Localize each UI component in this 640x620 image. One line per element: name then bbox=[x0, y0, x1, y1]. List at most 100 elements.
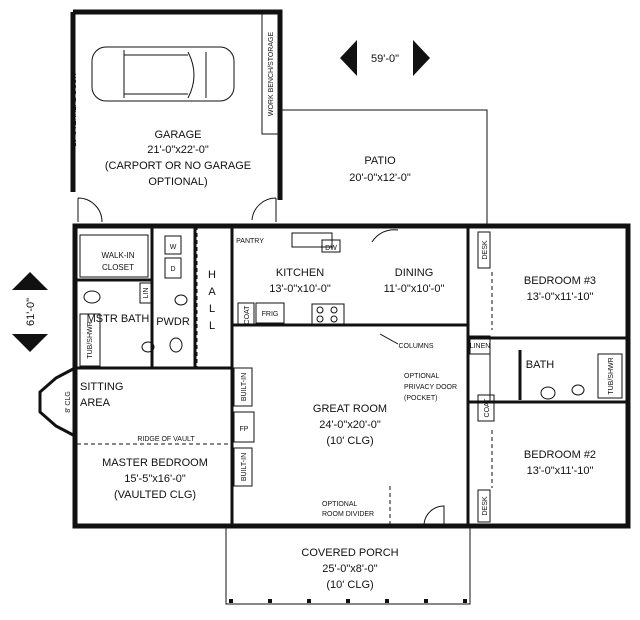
svg-text:OPTIONAL: OPTIONAL bbox=[322, 501, 358, 508]
washer-icon bbox=[164, 235, 182, 255]
closet-line1: WALK-IN bbox=[101, 251, 134, 260]
svg-text:8' CLG: 8' CLG bbox=[65, 391, 72, 413]
dining-name: DINING bbox=[395, 267, 434, 279]
garage: WORK BENCH/STORAGE 16' OVERHEAD DOOR GAR… bbox=[70, 9, 283, 223]
sitting-area: 8' CLG SITTING AREA bbox=[38, 366, 123, 438]
great-room-name: GREAT ROOM bbox=[313, 403, 387, 415]
porch-note: (10' CLG) bbox=[326, 579, 373, 591]
work-bench-label: WORK BENCH/STORAGE bbox=[268, 32, 275, 117]
great-room: GREAT ROOM 24'-0"x20'-0" (10' CLG) OPTIO… bbox=[313, 403, 445, 525]
fireplace-wall: BUILT-IN FP BUILT-IN bbox=[233, 367, 255, 487]
kitchen: PANTRY DW FRIG COAT KITCHEN 13'-0"x10'-0… bbox=[236, 232, 345, 326]
arrow-up-icon bbox=[12, 272, 48, 290]
desk bbox=[477, 489, 491, 523]
svg-text:L: L bbox=[209, 303, 215, 315]
arrow-left-icon bbox=[340, 40, 357, 76]
depth-dimension: 61'-0" bbox=[12, 272, 48, 352]
refrigerator bbox=[255, 302, 285, 324]
sink-icon bbox=[141, 341, 155, 353]
svg-text:L: L bbox=[209, 320, 215, 332]
work-bench bbox=[261, 13, 279, 135]
svg-text:DESK: DESK bbox=[482, 240, 489, 259]
svg-text:OPTIONAL: OPTIONAL bbox=[404, 373, 440, 380]
built-in-lower bbox=[233, 447, 253, 487]
great-room-size: 24'-0"x20'-0" bbox=[319, 419, 381, 431]
dining: DINING 11'-0"x10'-0" COLUMNS bbox=[371, 229, 445, 350]
garage-note1: (CARPORT OR NO GARAGE bbox=[105, 160, 251, 172]
dishwasher bbox=[321, 239, 341, 253]
fireplace-icon bbox=[233, 411, 255, 443]
svg-text:D: D bbox=[170, 266, 175, 273]
coat-closet bbox=[477, 394, 495, 422]
tub-shower bbox=[597, 353, 623, 399]
sitting-line1: SITTING bbox=[80, 381, 123, 393]
toilet-icon bbox=[169, 337, 183, 353]
svg-text:W: W bbox=[170, 244, 177, 251]
bath-label: BATH bbox=[526, 359, 555, 371]
svg-text:BUILT-IN: BUILT-IN bbox=[241, 453, 248, 481]
sitting-line2: AREA bbox=[80, 397, 111, 409]
closet-line2: CLOSET bbox=[102, 263, 134, 272]
sink-icon bbox=[174, 294, 188, 306]
svg-text:FRIG: FRIG bbox=[262, 311, 279, 318]
powder-room: W D PWDR bbox=[156, 235, 190, 353]
arrow-down-icon bbox=[12, 334, 48, 352]
bedroom2-size: 13'-0"x11'-10" bbox=[527, 465, 594, 477]
width-dimension: 59'-0" bbox=[340, 40, 430, 76]
svg-text:DW: DW bbox=[325, 245, 337, 252]
kitchen-name: KITCHEN bbox=[276, 267, 324, 279]
svg-text:LINEN: LINEN bbox=[470, 343, 491, 350]
svg-text:COAT: COAT bbox=[484, 398, 491, 418]
bedroom3-size: 13'-0"x11'-10" bbox=[527, 291, 594, 303]
pwdr-label: PWDR bbox=[156, 316, 190, 328]
svg-text:BUILT-IN: BUILT-IN bbox=[241, 373, 248, 401]
svg-text:LIN: LIN bbox=[143, 288, 150, 299]
master-note: (VAULTED CLG) bbox=[114, 489, 196, 501]
depth-label: 61'-0" bbox=[25, 298, 37, 326]
svg-text:(POCKET): (POCKET) bbox=[404, 395, 437, 402]
svg-text:H: H bbox=[208, 269, 216, 281]
svg-text:FP: FP bbox=[240, 426, 249, 433]
walk-in-closet bbox=[79, 234, 149, 278]
dining-size: 11'-0"x10'-0" bbox=[384, 283, 445, 295]
svg-text:ROOM DIVIDER: ROOM DIVIDER bbox=[322, 511, 374, 518]
hall-bath: LINEN BATH TUB/SHWR bbox=[469, 335, 623, 400]
garage-note2: OPTIONAL) bbox=[148, 176, 207, 188]
car-icon bbox=[91, 46, 235, 102]
great-room-note: (10' CLG) bbox=[326, 435, 373, 447]
kitchen-coat-closet bbox=[237, 302, 255, 326]
columns-label: COLUMNS bbox=[398, 343, 433, 350]
svg-text:A: A bbox=[208, 286, 216, 298]
mstr-bath-label: MSTR BATH bbox=[87, 313, 150, 325]
master-bedroom: RIDGE OF VAULT MASTER BEDROOM 15'-5"x16'… bbox=[77, 436, 230, 501]
linen-closet bbox=[469, 335, 491, 355]
toilet-icon bbox=[83, 290, 101, 304]
covered-porch: COVERED PORCH 25'-0"x8'-0" (10' CLG) bbox=[225, 526, 471, 605]
patio-name: PATIO bbox=[364, 155, 396, 167]
range-icon bbox=[311, 303, 345, 325]
arrow-right-icon bbox=[413, 40, 430, 76]
sink-icon bbox=[571, 384, 585, 396]
outer-walls bbox=[72, 223, 631, 529]
master-size: 15'-5"x16'-0" bbox=[124, 473, 186, 485]
svg-text:DESK: DESK bbox=[482, 496, 489, 515]
built-in-upper bbox=[233, 367, 253, 407]
pantry-label: PANTRY bbox=[236, 238, 264, 245]
svg-text:TUB/SHWR: TUB/SHWR bbox=[87, 321, 94, 358]
ridge-label: RIDGE OF VAULT bbox=[137, 436, 195, 443]
garage-size: 21'-0"x22'-0" bbox=[147, 144, 209, 156]
patio: PATIO 20'-0"x12'-0" bbox=[282, 109, 488, 228]
width-label: 59'-0" bbox=[371, 53, 399, 65]
svg-text:TUB/SHWR: TUB/SHWR bbox=[608, 357, 615, 394]
bedroom3-name: BEDROOM #3 bbox=[524, 275, 596, 287]
tub-shower bbox=[79, 313, 101, 367]
master-bath: TUB/SHWR MSTR BATH LIN bbox=[79, 282, 155, 367]
bedroom-3: DESK BEDROOM #3 13'-0"x11'-10" bbox=[477, 231, 596, 330]
desk bbox=[477, 231, 491, 269]
dryer-icon bbox=[164, 257, 182, 279]
porch-size: 25'-0"x8'-0" bbox=[322, 563, 378, 575]
toilet-icon bbox=[540, 386, 556, 400]
svg-text:PRIVACY DOOR: PRIVACY DOOR bbox=[404, 384, 457, 391]
privacy-door-note: OPTIONAL PRIVACY DOOR (POCKET) bbox=[404, 373, 457, 402]
